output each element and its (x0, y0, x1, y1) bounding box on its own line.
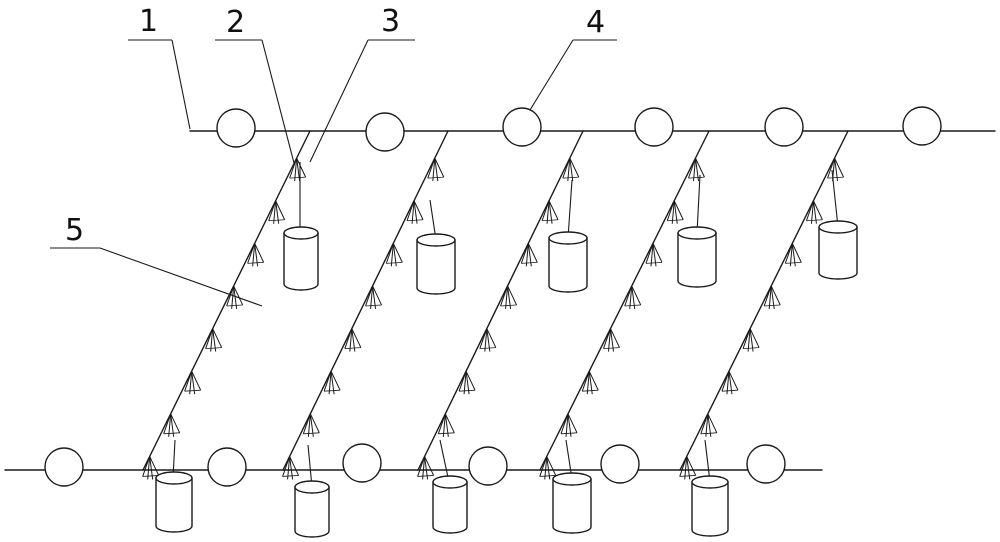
sprinkler-head (437, 413, 455, 437)
sprinkler-head (289, 157, 307, 182)
roller-circle (502, 107, 542, 147)
sprinkler-head (268, 200, 286, 224)
callout-leader-2 (261, 39, 295, 164)
feed-line (831, 169, 839, 228)
sprinkler-head (427, 157, 445, 182)
sprinkler-head (302, 413, 320, 437)
feed-line (696, 174, 701, 234)
roller-circle (365, 112, 405, 152)
roller-circle (634, 107, 674, 147)
tank-cylinder (416, 233, 456, 295)
roller-circle (746, 444, 786, 484)
tank-cylinder (155, 471, 193, 533)
feed-lines (172, 162, 839, 488)
sprinkler-head (827, 157, 845, 182)
sprinkler-head (479, 328, 497, 352)
sprinkler-head (500, 285, 518, 310)
roller-circle (902, 106, 942, 146)
sprinkler-head (784, 243, 802, 267)
tanks (155, 220, 858, 538)
sprinkler-head (247, 243, 265, 267)
diagonal-channel (679, 130, 849, 471)
sprinkler-head (205, 328, 223, 352)
sprinkler-head (282, 456, 300, 480)
tank-cylinder (552, 472, 592, 534)
feed-line (307, 444, 313, 488)
sprinkler-head (603, 328, 620, 352)
roller-circle (44, 447, 84, 487)
sprinkler-head (344, 328, 362, 352)
sprinkler-head (539, 456, 557, 480)
feed-line (439, 439, 450, 483)
sprinkler-head (417, 456, 435, 480)
sprinkler-head (666, 200, 684, 224)
sprinkler-head (805, 200, 823, 224)
roller-circle (764, 107, 804, 147)
diagonal-channel (539, 130, 710, 471)
sprinkler-head (581, 370, 599, 395)
sprinkler-head (742, 328, 760, 352)
sprinkler-head (458, 370, 476, 395)
sprinkler-head (688, 157, 705, 182)
sprinkler-head (226, 285, 244, 310)
callout-label-5: 5 (65, 213, 84, 248)
diagonal-channels (142, 130, 849, 471)
callout-label-2: 2 (226, 5, 245, 40)
tank-cylinder (691, 475, 729, 537)
sprinkler-head (679, 456, 697, 480)
tank-cylinder (283, 226, 319, 291)
sprinkler-head (763, 285, 781, 310)
sprinkler-heads (142, 157, 845, 480)
roller-circle (207, 447, 247, 487)
roller-circle (468, 446, 508, 486)
sprinkler-head (562, 157, 580, 182)
sprinkler-head (624, 285, 642, 310)
callout-leader-4 (529, 39, 574, 111)
sprinkler-head (163, 413, 181, 437)
sprinkler-head (323, 370, 341, 395)
sprinkler-head (385, 243, 403, 267)
callout-leader-1 (171, 39, 191, 130)
feed-line (704, 439, 711, 483)
callout-leader-5 (99, 247, 263, 307)
sprinkler-head (142, 456, 160, 480)
roller-circle (600, 444, 640, 484)
sprinkler-head (700, 413, 718, 437)
callout-leader-3 (309, 39, 369, 163)
callout-label-1: 1 (139, 4, 158, 39)
sprinkler-head (365, 285, 383, 310)
callout-leaders (50, 39, 617, 307)
sprinkler-head (721, 370, 739, 395)
roller-circle (342, 443, 382, 483)
callout-label-4: 4 (586, 5, 605, 40)
sprinkler-head (541, 200, 559, 224)
sprinkler-head (560, 413, 578, 437)
roller-circle (216, 108, 256, 148)
lower-rollers (44, 443, 786, 487)
tank-cylinder (818, 220, 858, 280)
feed-line (567, 179, 573, 239)
diagonal-channel (142, 130, 311, 471)
tank-cylinder (294, 480, 330, 538)
sprinkler-head (520, 243, 538, 267)
tank-cylinder (548, 231, 588, 293)
upper-rollers (216, 106, 942, 152)
sprinkler-head (645, 243, 663, 267)
diagonal-channel (417, 130, 584, 471)
sprinkler-head (184, 370, 202, 395)
tank-cylinder (677, 226, 717, 288)
sprinkler-head (406, 200, 424, 224)
callout-label-3: 3 (381, 4, 400, 39)
diagonal-channel (282, 130, 449, 471)
tank-cylinder (432, 475, 468, 534)
